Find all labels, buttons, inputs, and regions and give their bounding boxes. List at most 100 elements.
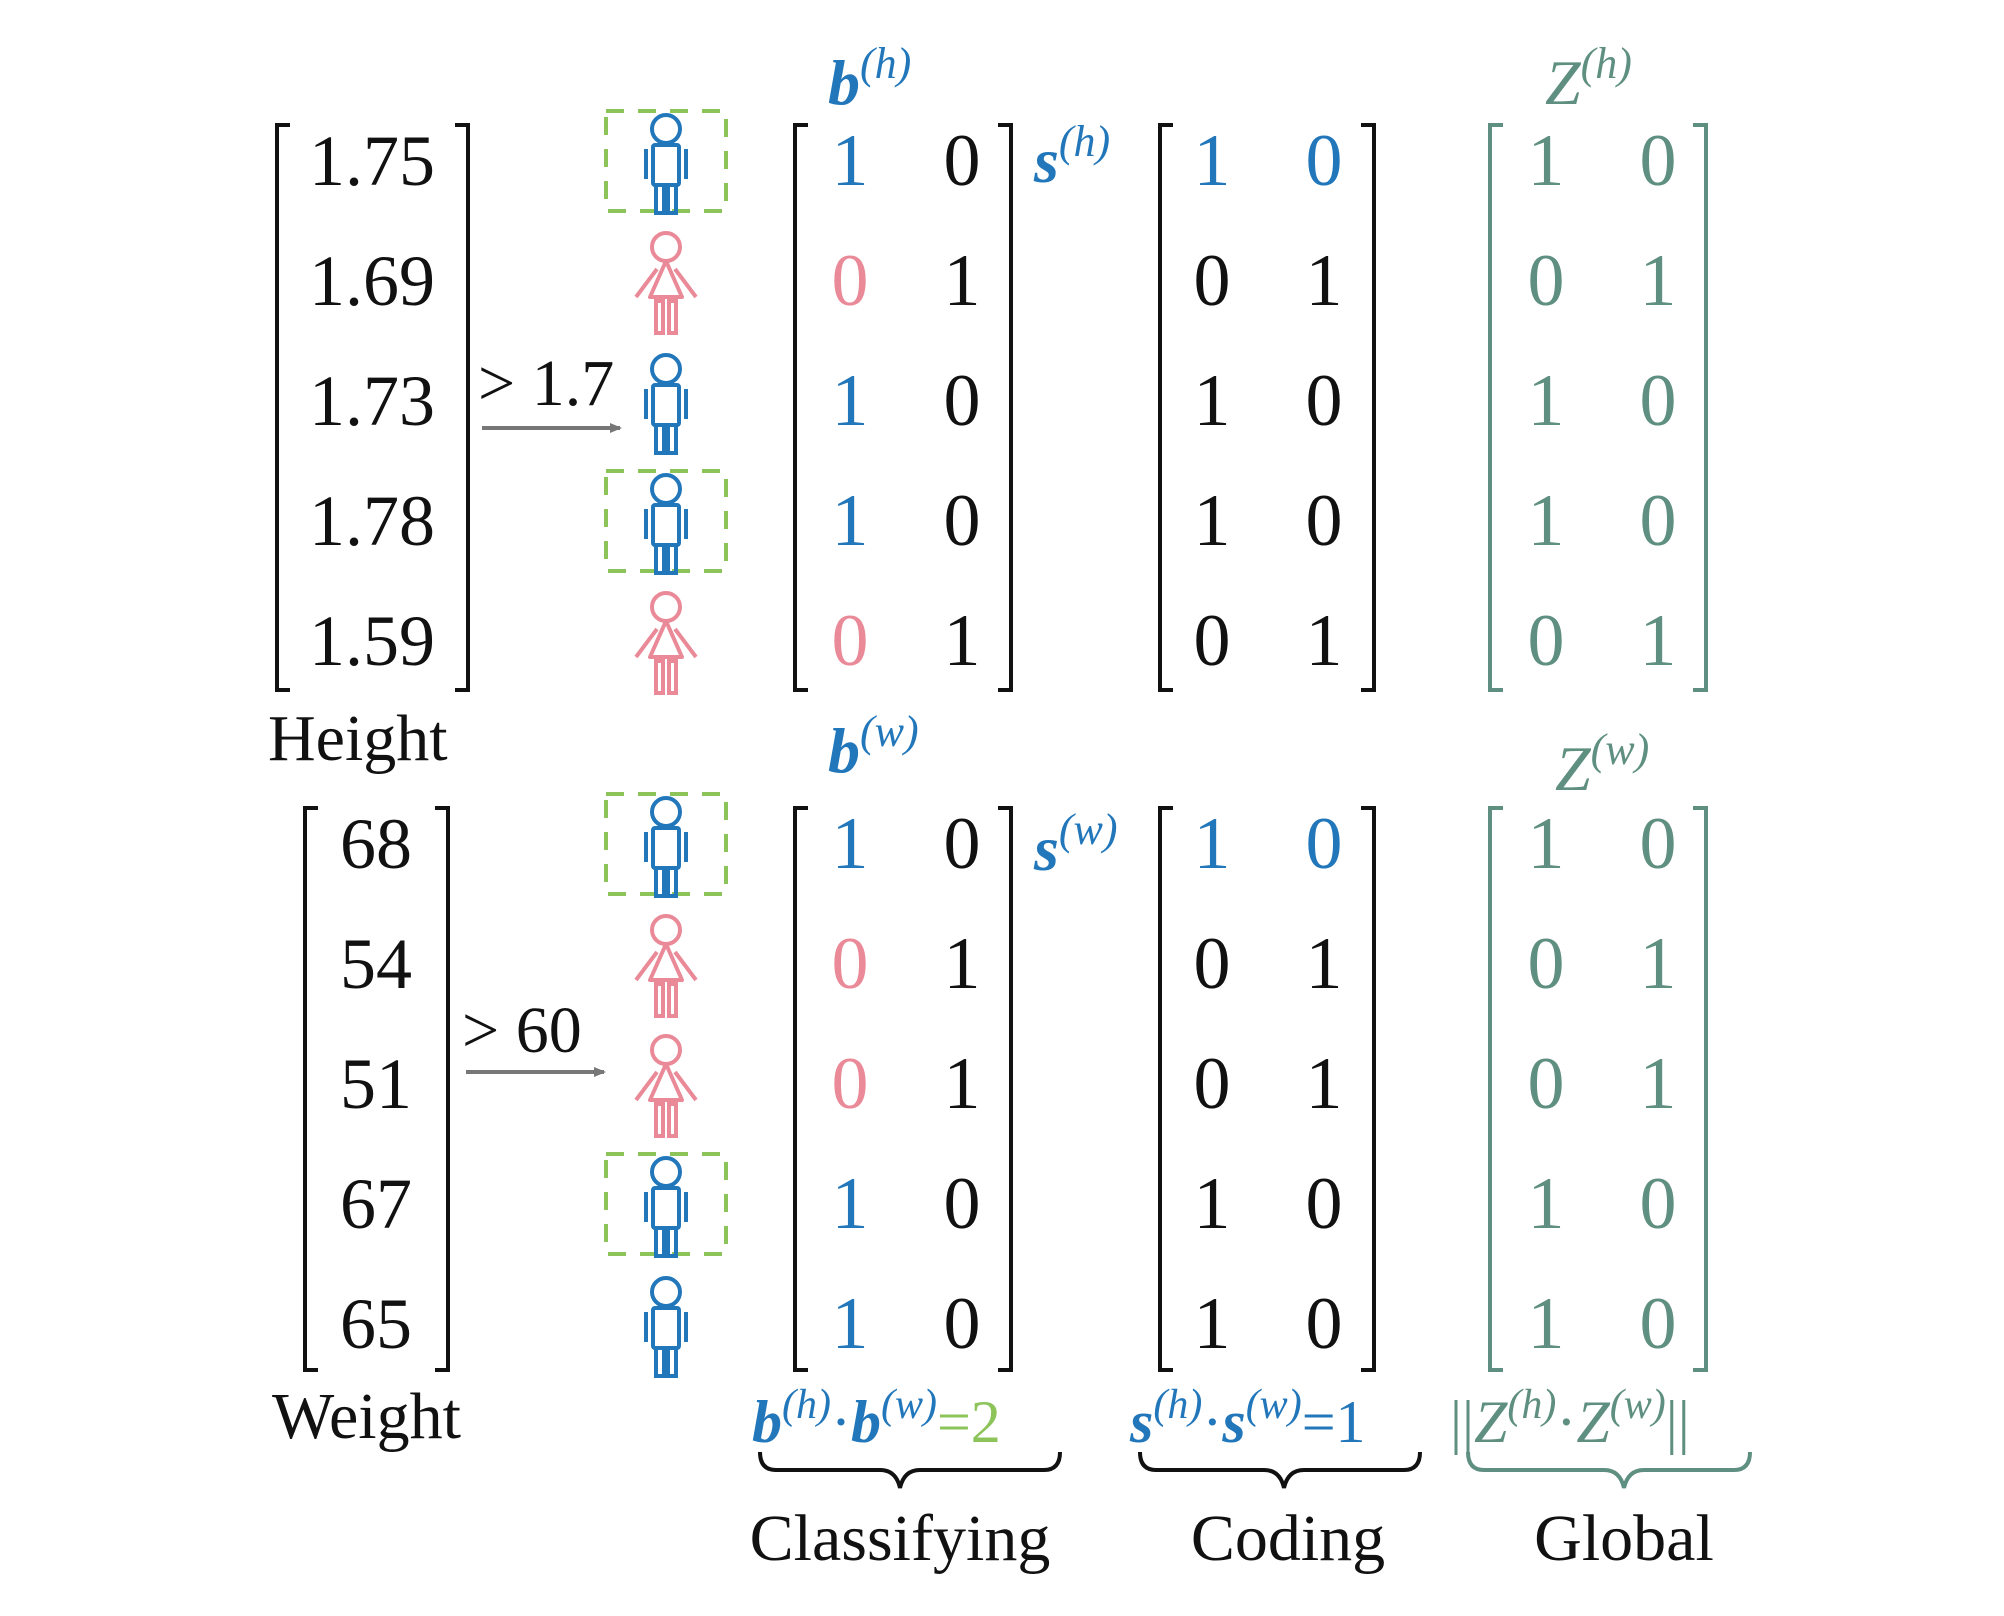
- height-vector-right-bracket: [455, 123, 470, 692]
- weight-value-0: 68: [340, 804, 412, 884]
- height-b-cell-3-0: 1: [832, 480, 869, 562]
- coding-brace: [1138, 1451, 1422, 1489]
- height-value-2: 1.73: [309, 361, 435, 441]
- weight-value-4: 65: [340, 1284, 412, 1364]
- weight-threshold-label: > 60: [462, 994, 582, 1067]
- height-z-cell-0-1: 0: [1640, 120, 1677, 202]
- height-b-cell-0-1: 0: [944, 120, 981, 202]
- weight-s-cell-0-1: 0: [1306, 803, 1343, 885]
- height-b-cell-2-1: 0: [944, 360, 981, 442]
- weight-b-label: b(w): [828, 707, 919, 786]
- global-brace: [1466, 1451, 1752, 1489]
- weight-z-cell-3-0: 1: [1528, 1163, 1565, 1245]
- weight-b-cell-3-0: 1: [832, 1163, 869, 1245]
- weight-z-cell-4-1: 0: [1640, 1283, 1677, 1365]
- classifying-formula: b(h)·b(w)=2: [752, 1382, 1001, 1455]
- weight-z-cell-2-0: 0: [1528, 1043, 1565, 1125]
- height-highlight-box-3: [604, 469, 728, 573]
- weight-vector-left-bracket: [303, 806, 318, 1372]
- classifying-brace: [758, 1451, 1062, 1489]
- male-person-icon-height-2: [644, 353, 688, 455]
- weight-z-cell-2-1: 1: [1640, 1043, 1677, 1125]
- weight-value-3: 67: [340, 1164, 412, 1244]
- height-z-cell-0-0: 1: [1528, 120, 1565, 202]
- weight-label: Weight: [272, 1380, 461, 1453]
- weight-s-cell-4-0: 1: [1194, 1283, 1231, 1365]
- weight-value-2: 51: [340, 1044, 412, 1124]
- weight-z-cell-4-0: 1: [1528, 1283, 1565, 1365]
- height-b-label: b(h): [828, 39, 911, 118]
- weight-s-left-bracket: [1158, 806, 1173, 1372]
- height-z-cell-1-0: 0: [1528, 240, 1565, 322]
- height-s-cell-4-0: 0: [1194, 600, 1231, 682]
- height-s-cell-0-0: 1: [1194, 120, 1231, 202]
- weight-s-cell-4-1: 0: [1306, 1283, 1343, 1365]
- weight-value-1: 54: [340, 924, 412, 1004]
- height-values: 1.75 1.69 1.73 1.78 1.59: [309, 121, 435, 681]
- height-b-right-bracket: [998, 123, 1013, 692]
- height-people: [604, 109, 728, 695]
- height-value-3: 1.78: [309, 481, 435, 561]
- male-person-icon-height-3: [644, 473, 688, 575]
- global-label: Global: [1534, 1502, 1714, 1575]
- height-value-0: 1.75: [309, 121, 435, 201]
- weight-highlight-box-0: [604, 792, 728, 896]
- weight-s-label: s(w): [1033, 805, 1118, 884]
- height-highlight-box-0: [604, 109, 728, 213]
- coding-formula: s(h)·s(w)=1: [1129, 1382, 1366, 1455]
- height-value-4: 1.59: [309, 601, 435, 681]
- weight-highlight-box-3: [604, 1152, 728, 1256]
- height-b-cell-3-1: 0: [944, 480, 981, 562]
- height-z-cell-3-0: 1: [1528, 480, 1565, 562]
- weight-b-left-bracket: [793, 806, 808, 1372]
- height-b-cell-1-0: 0: [832, 240, 869, 322]
- weight-s-cell-1-0: 0: [1194, 923, 1231, 1005]
- weight-s-cell-3-1: 0: [1306, 1163, 1343, 1245]
- weight-b-cell-2-0: 0: [832, 1043, 869, 1125]
- height-b-cell-2-0: 1: [832, 360, 869, 442]
- weight-people: [604, 792, 728, 1378]
- height-z-cell-1-1: 1: [1640, 240, 1677, 322]
- height-s-label: s(h): [1033, 117, 1110, 196]
- height-value-1: 1.69: [309, 241, 435, 321]
- weight-z-cell-3-1: 0: [1640, 1163, 1677, 1245]
- male-person-icon-weight-0: [644, 796, 688, 898]
- weight-s-right-bracket: [1361, 806, 1376, 1372]
- weight-s-cell-1-1: 1: [1306, 923, 1343, 1005]
- height-b-left-bracket: [793, 123, 808, 692]
- height-s-left-bracket: [1158, 123, 1173, 692]
- weight-values: 68 54 51 67 65: [340, 804, 412, 1364]
- height-s-right-bracket: [1361, 123, 1376, 692]
- weight-z-cell-0-1: 0: [1640, 803, 1677, 885]
- height-vector-left-bracket: [275, 123, 290, 692]
- female-person-icon-weight-2: [634, 1034, 698, 1138]
- classifying-label: Classifying: [750, 1502, 1051, 1575]
- height-s-cell-2-0: 1: [1194, 360, 1231, 442]
- height-section: 1.75 1.69 1.73 1.78 1.59 Height > 1.7 b(h) 1…: [268, 39, 1708, 775]
- weight-b-cell-0-0: 1: [832, 803, 869, 885]
- height-threshold-label: > 1.7: [478, 347, 614, 420]
- male-person-icon-height-0: [644, 113, 688, 215]
- weight-b-cell-1-0: 0: [832, 923, 869, 1005]
- height-z-cell-2-1: 0: [1640, 360, 1677, 442]
- height-b-cell-0-0: 1: [832, 120, 869, 202]
- weight-s-cell-0-0: 1: [1194, 803, 1231, 885]
- height-s-cell-3-1: 0: [1306, 480, 1343, 562]
- height-b-cell-4-0: 0: [832, 600, 869, 682]
- height-b-cell-1-1: 1: [944, 240, 981, 322]
- weight-b-cell-1-1: 1: [944, 923, 981, 1005]
- height-z-cell-3-1: 0: [1640, 480, 1677, 562]
- coding-label: Coding: [1191, 1502, 1385, 1575]
- height-b-cell-4-1: 1: [944, 600, 981, 682]
- weight-s-cell-3-0: 1: [1194, 1163, 1231, 1245]
- male-person-icon-weight-3: [644, 1156, 688, 1258]
- height-label: Height: [268, 702, 448, 775]
- height-s-cell-2-1: 0: [1306, 360, 1343, 442]
- weight-z-cell-1-1: 1: [1640, 923, 1677, 1005]
